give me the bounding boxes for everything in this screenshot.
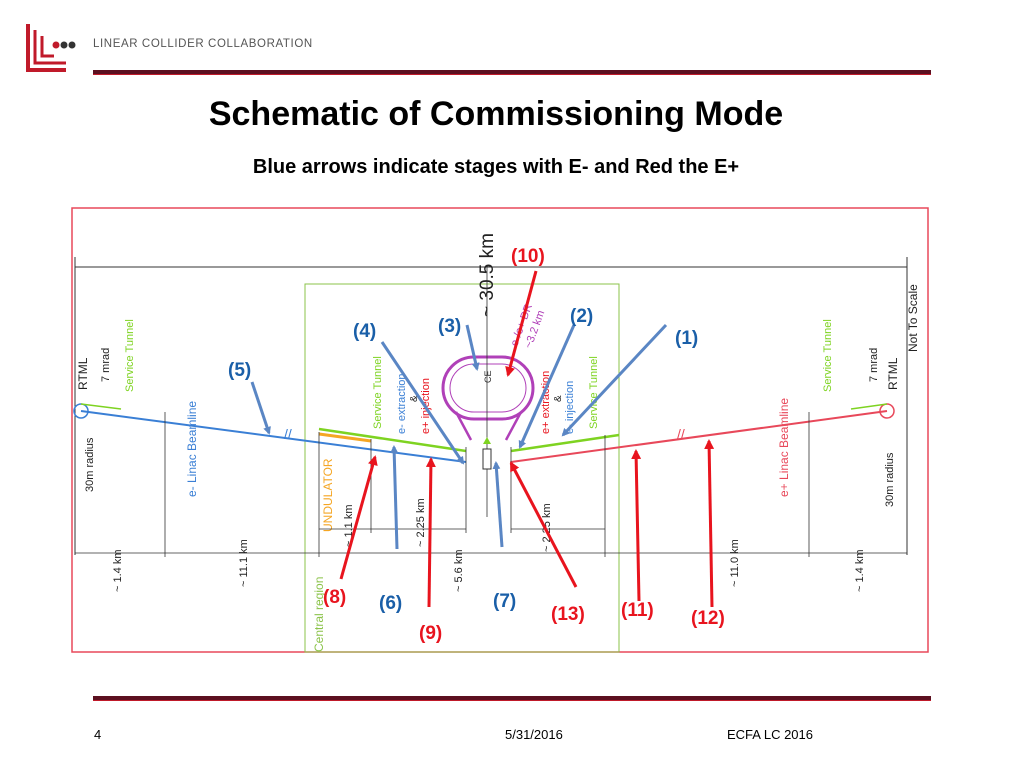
radius-right-label: 30m radius: [884, 452, 896, 507]
service-tunnel-left-label: Service Tunnel: [124, 319, 136, 392]
dim-right-rtml: ~ 1.4 km: [854, 550, 866, 593]
header-rule: [93, 70, 931, 75]
dim-right-mid: ~ 2.25 km: [541, 503, 553, 552]
service-tunnel-right-label: Service Tunnel: [822, 319, 834, 392]
arrow-stage-7: [492, 461, 504, 548]
arrow-stage-3: [465, 324, 480, 371]
stage-label-8: (8): [323, 587, 346, 608]
footer-event: ECFA LC 2016: [727, 727, 813, 742]
damping-ring: [441, 355, 535, 421]
linac-left-label: e- Linac Beamline: [185, 401, 199, 497]
ce-label: CE: [483, 370, 493, 383]
e-minus-linac-line: [80, 410, 467, 463]
footer-rule: [93, 696, 931, 701]
rtml-right-label: RTML: [886, 357, 900, 390]
not-to-scale-label: Not To Scale: [906, 284, 920, 352]
central-region-box: [304, 283, 620, 653]
service-tunnel-center-left-line: [318, 427, 467, 453]
stage-label-11: (11): [621, 600, 654, 621]
stage-label-1: (1): [675, 328, 698, 349]
stage-label-6: (6): [379, 593, 402, 614]
rtml-left-label: RTML: [76, 357, 90, 390]
dim-center: ~ 5.6 km: [453, 550, 465, 593]
svg-text:&: &: [553, 395, 564, 402]
slide-title: Schematic of Commissioning Mode: [208, 95, 784, 133]
stage-label-10: (10): [511, 246, 545, 267]
e-plus-linac-line: [510, 410, 888, 463]
e-plus-extraction-label: e+ extraction: [540, 371, 552, 434]
e-minus-injection-label: e- injection: [564, 381, 576, 434]
org-name: LINEAR COLLIDER COLLABORATION: [93, 38, 313, 50]
stage-label-7: (7): [493, 591, 516, 612]
dim-left-mid: ~ 2.25 km: [415, 498, 427, 547]
arrow-stage-1: [561, 323, 668, 437]
arrow-stage-5: [250, 381, 271, 435]
slide-subtitle: Blue arrows indicate stages with E- and …: [252, 156, 740, 178]
arrow-stage-10: [505, 270, 538, 377]
mrad-right-label: 7 mrad: [868, 348, 880, 382]
dim-left-rtml: ~ 1.4 km: [112, 550, 124, 593]
stage-label-4: (4): [353, 321, 376, 342]
footer-date: 5/31/2016: [505, 727, 563, 742]
stage-label-3: (3): [438, 316, 461, 337]
stage-label-13: (13): [551, 604, 585, 625]
arrow-stage-6: [390, 445, 399, 550]
arrow-stage-4: [380, 341, 465, 465]
stage-label-9: (9): [419, 623, 442, 644]
stage-label-2: (2): [570, 306, 593, 327]
interaction-point: [482, 448, 492, 470]
arrow-stage-11: [631, 449, 642, 602]
service-tunnel-center-right-line: [510, 433, 620, 453]
linac-right-label: e+ Linac Beamline: [777, 398, 791, 497]
break-mark-left: //: [284, 426, 292, 442]
svg-text:&: &: [409, 395, 420, 402]
arrow-stage-2: [518, 324, 576, 449]
total-length-label: ~ 30.5 km: [477, 233, 498, 317]
mrad-left-label: 7 mrad: [100, 348, 112, 382]
arrow-stage-13: [509, 461, 578, 588]
undulator-line: [318, 432, 372, 443]
diagram-frame: [71, 207, 929, 653]
stage-label-12: (12): [691, 608, 725, 629]
stage-label-5: (5): [228, 360, 251, 381]
central-region-label: Central region: [312, 577, 326, 652]
service-tunnel-center-left-label: Service Tunnel: [372, 356, 384, 429]
arrow-stage-8: [339, 455, 378, 580]
arrow-stage-12: [704, 439, 715, 608]
arrow-stage-9: [425, 457, 436, 608]
undulator-label: UNDULATOR: [321, 458, 335, 532]
dim-left-linac: ~ 11.1 km: [238, 539, 250, 587]
radius-left-label: 30m radius: [84, 437, 96, 492]
e-minus-extraction-label: e- extraction: [396, 373, 408, 434]
lcc-logo: [26, 24, 76, 72]
commissioning-schematic: ~ 30.5 km Not To Scale // // CE e-/e+ DR…: [71, 207, 929, 653]
service-tunnel-center-right-label: Service Tunnel: [588, 356, 600, 429]
page-number: 4: [94, 727, 102, 742]
break-mark-right: //: [677, 426, 685, 442]
dim-right-linac: ~ 11.0 km: [729, 539, 741, 587]
